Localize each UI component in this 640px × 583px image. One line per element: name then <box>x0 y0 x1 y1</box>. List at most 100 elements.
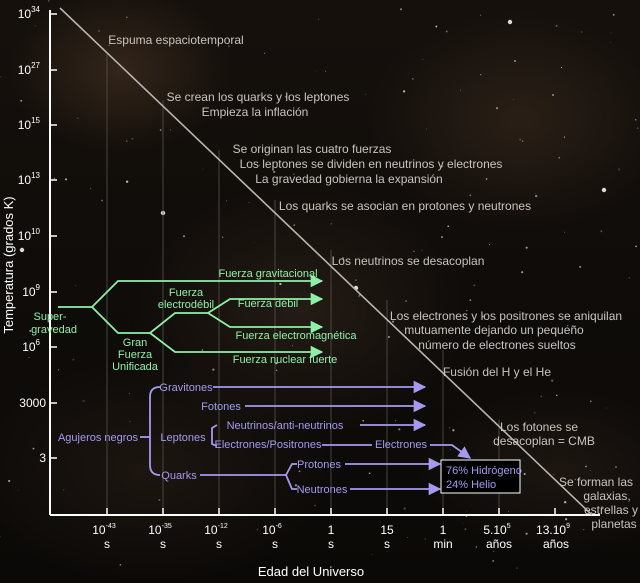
star <box>72 358 75 361</box>
star <box>365 93 366 95</box>
event-label: Los quarks se asocian en protones y neut… <box>279 199 531 213</box>
star <box>558 156 561 159</box>
star <box>63 489 65 491</box>
x-tick-unit: años <box>543 537 569 551</box>
star <box>579 265 582 268</box>
abundance-box: 76% Hidrógeno 24% Helio <box>440 459 522 494</box>
star <box>258 365 260 367</box>
event-label: Fusión del H y el He <box>443 365 551 379</box>
x-tick-unit: min <box>433 537 452 551</box>
y-axis-ticks <box>50 13 57 459</box>
star <box>399 8 403 11</box>
star <box>609 41 611 43</box>
star <box>131 137 134 140</box>
star <box>482 315 485 318</box>
star <box>368 472 371 475</box>
force-label: Fuerza <box>169 287 204 299</box>
force-label: Fuerza gravitacional <box>218 268 317 280</box>
particle-label: Fotones <box>201 401 241 413</box>
star <box>314 504 317 507</box>
star <box>589 470 591 472</box>
star <box>108 44 110 47</box>
star <box>358 294 361 297</box>
bracket-leptons <box>211 424 218 447</box>
x-tick-value: 13.109 <box>536 523 570 537</box>
x-axis-title: Edad del Universo <box>258 564 364 579</box>
star <box>488 244 491 246</box>
star <box>628 277 630 279</box>
particle-label: Electrones <box>375 439 427 451</box>
star <box>8 479 11 483</box>
event-label: desacoplan = CMB <box>493 434 595 448</box>
branch-electromagnetic <box>207 312 324 334</box>
force-label: Gran <box>123 337 147 349</box>
event-label: Se forman las <box>559 475 633 489</box>
event-label: Los neutrinos se desacoplan <box>332 254 485 268</box>
star <box>463 523 464 525</box>
star <box>82 399 85 403</box>
star <box>159 129 162 131</box>
star <box>128 392 130 395</box>
star <box>341 257 345 260</box>
star <box>447 225 450 228</box>
star <box>34 25 36 27</box>
star <box>169 129 171 131</box>
star <box>126 140 128 142</box>
star <box>391 320 395 323</box>
star <box>448 426 451 429</box>
star <box>296 573 298 575</box>
branch-weak <box>207 292 324 314</box>
event-label: número de electrones sueltos <box>418 338 575 352</box>
star <box>51 62 52 64</box>
x-tick-value: 10-43 <box>92 523 116 537</box>
bright-star <box>601 187 607 193</box>
force-label: Super- <box>33 311 66 323</box>
star <box>405 300 407 302</box>
star <box>275 369 278 372</box>
star <box>440 236 444 239</box>
star <box>516 567 518 569</box>
x-tick-unit: s <box>104 537 110 551</box>
star <box>535 193 537 195</box>
star <box>316 70 317 72</box>
x-tick-value: 1 <box>328 523 335 537</box>
branch-neutrons <box>285 474 297 490</box>
star <box>64 178 68 181</box>
star <box>496 444 499 447</box>
y-tick-label: 106 <box>22 338 40 354</box>
star <box>264 183 265 184</box>
y-axis-title: Temperatura (grados K) <box>1 196 16 333</box>
star <box>47 0 50 2</box>
star <box>610 32 612 34</box>
forces-tree <box>58 274 324 359</box>
star <box>226 200 228 202</box>
particle-label: Quarks <box>161 470 197 482</box>
star <box>403 507 406 510</box>
star <box>585 465 587 468</box>
star <box>0 76 2 78</box>
bright-star <box>19 247 25 253</box>
cooling-diagonal-line <box>59 7 593 516</box>
star <box>354 279 358 282</box>
star <box>492 559 495 562</box>
star <box>264 52 266 54</box>
x-tick-value: 1 <box>440 523 447 537</box>
star <box>29 329 32 332</box>
star <box>32 447 35 450</box>
star <box>129 420 131 423</box>
star <box>486 160 488 161</box>
star <box>615 466 617 468</box>
star <box>635 245 638 248</box>
force-label: Fuerza electromagnética <box>235 330 357 342</box>
x-tick-unit: s <box>272 537 278 551</box>
star <box>460 89 462 91</box>
star <box>540 395 543 398</box>
star <box>298 470 301 473</box>
star <box>480 74 482 76</box>
star <box>57 369 60 371</box>
event-label: Empieza la inflación <box>202 105 309 119</box>
star <box>98 30 100 32</box>
abundance-hydrogen: 76% Hidrógeno <box>446 465 522 477</box>
star <box>612 13 615 16</box>
